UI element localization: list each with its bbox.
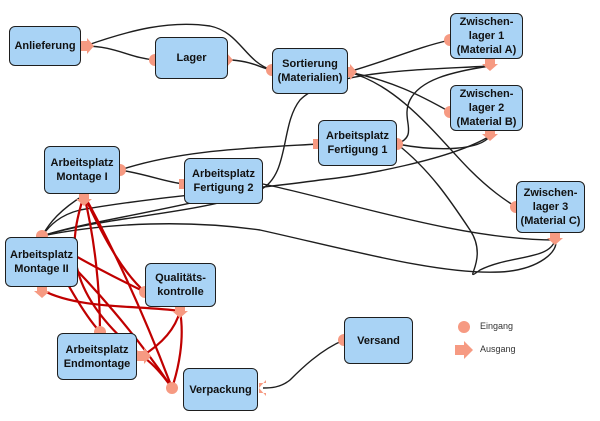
node-arbeitsplatz-endmontage: Arbeitsplatz Endmontage bbox=[57, 333, 137, 380]
edge-af1-am1 bbox=[119, 143, 319, 171]
red-edge-am2out-qk bbox=[41, 289, 181, 313]
edge-zwl1-am2 bbox=[41, 65, 491, 237]
port-ausgang-am2 bbox=[34, 285, 50, 298]
port-ausgang-verpackung bbox=[259, 380, 266, 396]
node-qualitaetskontrolle: Qualitäts- kontrolle bbox=[145, 263, 216, 307]
edge-zwl2-af1 bbox=[396, 135, 491, 150]
edge-anlieferung-lager bbox=[84, 45, 156, 61]
legend-eingang-icon bbox=[458, 321, 470, 333]
edge-zwl3-am2 bbox=[41, 223, 557, 273]
edge-af2-am1 bbox=[119, 169, 185, 185]
red-edge-am1-em bbox=[82, 194, 102, 333]
node-zwischenlager-1: Zwischen- lager 1 (Material A) bbox=[450, 13, 523, 59]
node-arbeitsplatz-fertigung-2: Arbeitsplatz Fertigung 2 bbox=[184, 158, 263, 204]
edge-af1-zwl3 bbox=[396, 143, 556, 276]
port-eingang-verpackung bbox=[166, 382, 178, 394]
node-arbeitsplatz-montage-1: Arbeitsplatz Montage I bbox=[44, 146, 120, 194]
port-ausgang-zwl3 bbox=[547, 232, 563, 245]
node-lager: Lager bbox=[155, 37, 228, 79]
port-ausgang-am1 bbox=[76, 193, 92, 206]
edge-sortierung-zwl1 bbox=[347, 39, 451, 73]
red-edge-am1-verpackung bbox=[83, 194, 174, 389]
red-edge-qk-verpackung bbox=[170, 310, 183, 389]
node-zwischenlager-3: Zwischen- lager 3 (Material C) bbox=[516, 181, 585, 233]
edge-af2-zwl3 bbox=[262, 183, 556, 241]
port-ausgang-anlieferung bbox=[80, 38, 94, 54]
port-ausgang-qk bbox=[172, 305, 188, 318]
edge-versand-verpackung bbox=[262, 339, 345, 389]
edge-anlieferung-sortierung bbox=[84, 23, 273, 71]
port-ausgang-em bbox=[137, 348, 151, 364]
edge-zwl1-af1 bbox=[396, 65, 491, 145]
red-edge-qk-em bbox=[141, 310, 182, 357]
port-ausgang-zwl1 bbox=[482, 58, 498, 71]
legend-ausgang-icon bbox=[455, 341, 473, 359]
legend-eingang-label: Eingang bbox=[480, 321, 514, 331]
edge-lager-sortierung bbox=[231, 59, 273, 71]
edge-sortierung-zwl3 bbox=[347, 71, 517, 208]
node-verpackung: Verpackung bbox=[183, 368, 258, 411]
node-arbeitsplatz-fertigung-1: Arbeitsplatz Fertigung 1 bbox=[318, 120, 397, 166]
legend-ausgang-label: Ausgang bbox=[480, 344, 516, 354]
node-arbeitsplatz-montage-2: Arbeitsplatz Montage II bbox=[5, 237, 78, 287]
node-versand: Versand bbox=[344, 317, 413, 364]
node-zwischenlager-2: Zwischen- lager 2 (Material B) bbox=[450, 85, 523, 131]
node-anlieferung: Anlieferung bbox=[9, 26, 81, 66]
port-ausgang-zwl2 bbox=[482, 128, 498, 141]
edge-sortierung-zwl2 bbox=[347, 71, 451, 113]
node-sortierung: Sortierung (Materialien) bbox=[272, 48, 348, 94]
